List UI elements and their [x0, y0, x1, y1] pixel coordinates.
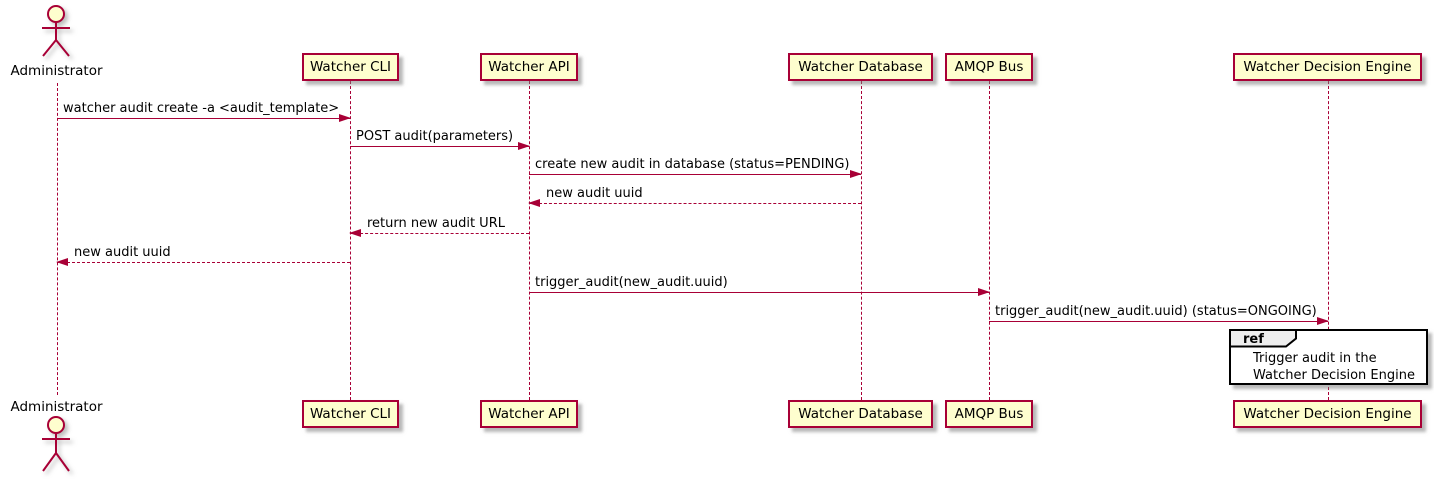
- message-label: new audit uuid: [546, 186, 643, 201]
- participant-label: Watcher API: [488, 59, 570, 75]
- ref-keyword: ref: [1243, 332, 1264, 347]
- participant-label: Watcher CLI: [309, 59, 392, 75]
- participant-watcher-api-bottom: Watcher API: [480, 400, 578, 428]
- participant-label: AMQP Bus: [954, 59, 1024, 75]
- ref-text-line: Trigger audit in the: [1253, 351, 1377, 366]
- ref-tab-icon: [1229, 329, 1297, 348]
- message-post-audit: POST audit(parameters): [350, 129, 530, 150]
- participant-amqp-bus-bottom: AMQP Bus: [945, 400, 1033, 428]
- participant-label: Watcher Decision Engine: [1243, 59, 1412, 75]
- participant-watcher-cli-top: Watcher CLI: [302, 53, 399, 81]
- participant-watcher-decision-engine-top: Watcher Decision Engine: [1233, 53, 1422, 81]
- message-label: return new audit URL: [367, 216, 505, 231]
- arrowhead-right-icon: [1317, 316, 1329, 325]
- message-return-audit-url: return new audit URL: [349, 216, 529, 237]
- lifeline-amqp-bus: [988, 81, 990, 400]
- arrowhead-right-icon: [850, 169, 862, 178]
- message-trigger-audit: trigger_audit(new_audit.uuid): [529, 275, 990, 296]
- ref-body: Trigger audit in the Watcher Decision En…: [1253, 351, 1415, 384]
- lifeline-watcher-decision-engine: [1327, 81, 1329, 400]
- message-label: new audit uuid: [74, 245, 171, 260]
- lifeline-watcher-database: [860, 81, 862, 400]
- participant-label: Watcher Database: [798, 59, 923, 75]
- lifeline-watcher-api: [528, 81, 530, 400]
- message-new-audit-uuid-admin: new audit uuid: [56, 245, 350, 266]
- ref-text-line: Watcher Decision Engine: [1253, 367, 1415, 383]
- message-label: watcher audit create -a <audit_template>: [63, 101, 340, 116]
- ref-fragment: ref Trigger audit in the Watcher Decisio…: [1229, 329, 1428, 385]
- message-trigger-audit-ongoing: trigger_audit(new_audit.uuid) (status=ON…: [989, 304, 1329, 325]
- message-audit-create: watcher audit create -a <audit_template>: [57, 101, 351, 122]
- actor-label-bottom: Administrator: [10, 399, 103, 415]
- participant-label: Watcher Decision Engine: [1243, 406, 1412, 422]
- arrowhead-left-icon: [56, 257, 68, 266]
- arrowhead-right-icon: [339, 113, 351, 122]
- message-label: POST audit(parameters): [356, 129, 514, 144]
- participant-label: Watcher API: [488, 406, 570, 422]
- participant-amqp-bus-top: AMQP Bus: [945, 53, 1033, 81]
- participant-watcher-api-top: Watcher API: [480, 53, 578, 81]
- message-label: trigger_audit(new_audit.uuid) (status=ON…: [995, 304, 1317, 319]
- actor-icon: [42, 5, 70, 57]
- actor-label-top: Administrator: [10, 63, 103, 79]
- lifeline-watcher-cli: [349, 81, 351, 400]
- participant-watcher-decision-engine-bottom: Watcher Decision Engine: [1233, 400, 1422, 428]
- message-label: trigger_audit(new_audit.uuid): [535, 275, 728, 290]
- arrowhead-left-icon: [349, 228, 361, 237]
- participant-watcher-database-top: Watcher Database: [788, 53, 933, 81]
- message-create-audit-db: create new audit in database (status=PEN…: [529, 157, 862, 178]
- participant-label: Watcher CLI: [309, 406, 392, 422]
- lifeline-administrator: [56, 83, 58, 395]
- message-label: create new audit in database (status=PEN…: [535, 157, 850, 172]
- arrowhead-right-icon: [978, 287, 990, 296]
- participant-watcher-database-bottom: Watcher Database: [788, 400, 933, 428]
- participant-label: AMQP Bus: [954, 406, 1024, 422]
- actor-icon: [42, 416, 70, 472]
- arrowhead-right-icon: [518, 141, 530, 150]
- arrowhead-left-icon: [528, 198, 540, 207]
- participant-label: Watcher Database: [798, 406, 923, 422]
- message-new-audit-uuid-db: new audit uuid: [528, 186, 861, 207]
- participant-watcher-cli-bottom: Watcher CLI: [302, 400, 399, 428]
